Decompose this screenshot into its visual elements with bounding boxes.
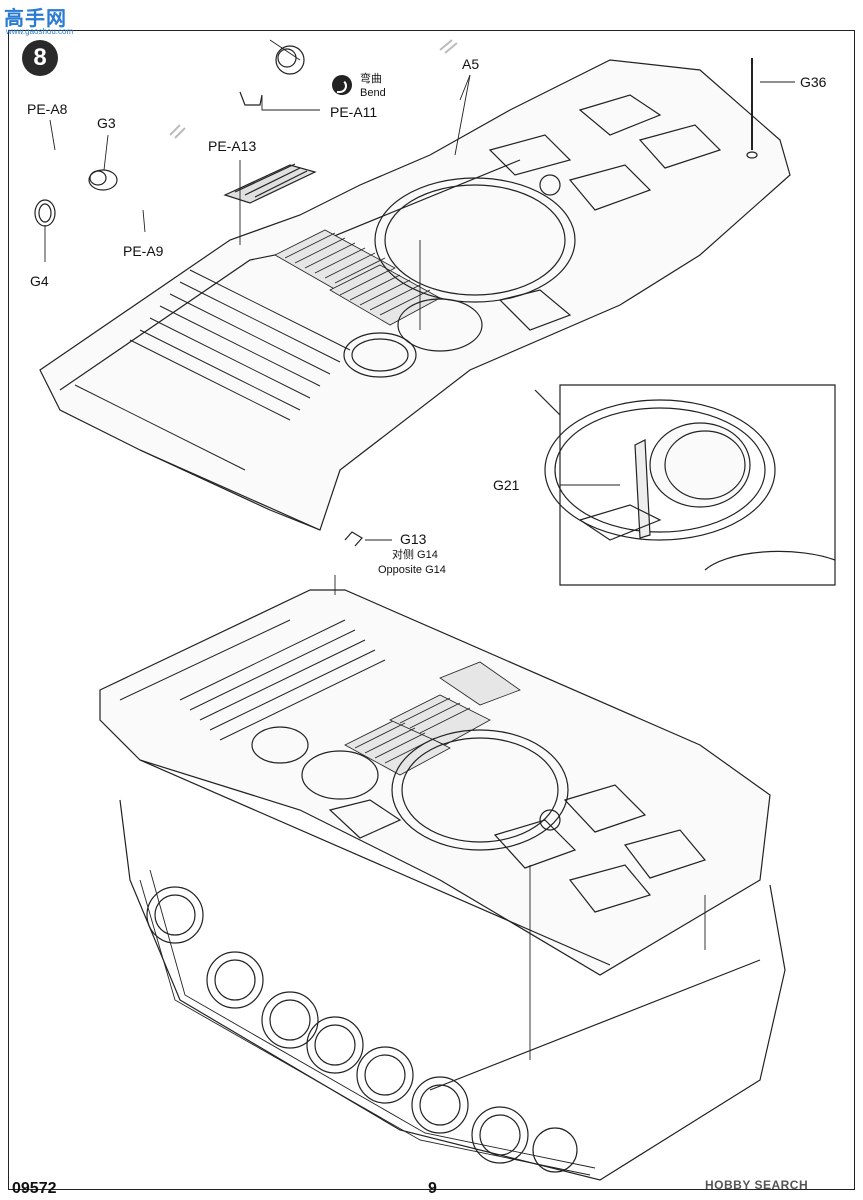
callout-opposite-g14-cn: 对侧 G14 [392, 549, 438, 561]
road-wheels [146, 886, 578, 1173]
hatches-upper [343, 94, 722, 378]
callout-opposite-g14-en: Opposite G14 [378, 564, 446, 576]
lower-deck-ribs [119, 619, 386, 741]
leader-lines-upper [44, 39, 795, 541]
callout-g21: G21 [493, 477, 520, 493]
g4-lens-part [34, 199, 56, 227]
brand-watermark: HOBBY SEARCH [705, 1178, 809, 1192]
turret-ring [374, 177, 576, 303]
page-number: 9 [428, 1180, 437, 1197]
shading-marks [169, 39, 458, 139]
callout-g36: G36 [800, 74, 827, 90]
callout-a5: A5 [462, 56, 480, 72]
lower-engine-grilles [344, 661, 521, 776]
callout-pe-a11: PE-A11 [330, 104, 378, 120]
step-number-badge: 8 [22, 40, 58, 76]
lower-turret-ring [391, 729, 569, 851]
lower-leader-lines [334, 575, 706, 1060]
callout-bend-cn: 弯曲 [360, 73, 382, 85]
pe-a13-grille-part [223, 163, 317, 204]
g21-detail-inset [534, 384, 836, 586]
pe-a11-bracket-part [239, 45, 305, 106]
track-links [139, 869, 596, 1176]
watermark-url: www.gaoshou.com [6, 27, 74, 36]
callout-g13: G13 [400, 531, 427, 547]
lower-hatches [251, 726, 707, 913]
callout-bend-en: Bend [360, 87, 386, 99]
g3-light-part [88, 169, 118, 191]
watermark-logo: 高手网 [4, 6, 67, 30]
engine-deck-ribs [74, 269, 351, 471]
g36-antenna-part [746, 58, 758, 159]
instruction-frame [8, 30, 855, 1190]
product-code: 09572 [12, 1180, 57, 1197]
callout-pe-a9: PE-A9 [123, 243, 164, 259]
callout-pe-a8: PE-A8 [27, 101, 68, 117]
callout-pe-a13: PE-A13 [208, 138, 257, 154]
callout-g3: G3 [97, 115, 116, 131]
engine-grilles [274, 229, 441, 326]
bend-icon [332, 75, 352, 95]
callout-g4: G4 [30, 273, 49, 289]
g13-handle-part [344, 531, 363, 547]
